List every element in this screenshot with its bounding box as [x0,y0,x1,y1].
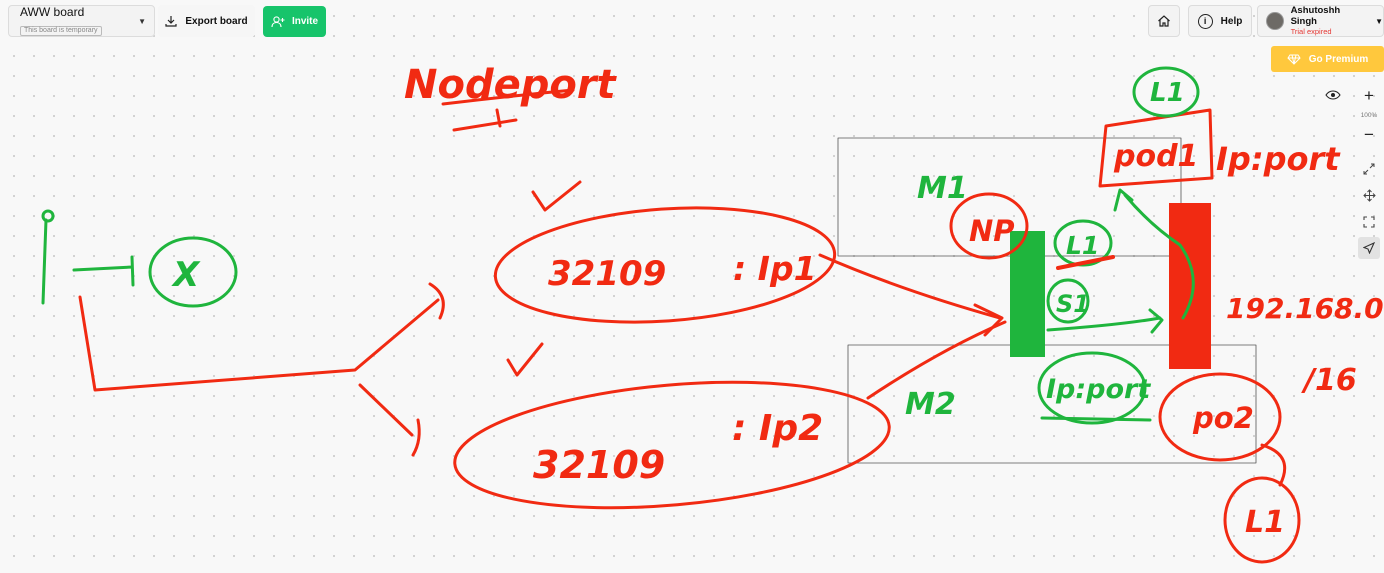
home-button[interactable] [1148,5,1180,37]
ipport-underline [1040,416,1152,422]
arrow-head-green [1148,308,1164,334]
home-icon [1158,15,1170,27]
invite-label: Invite [291,16,319,27]
ipport-green-label: Ip:port [1046,374,1151,405]
heading-underline [441,88,575,106]
heading-underline-2 [452,118,518,132]
user-name: Ashutoshh Singh [1290,5,1341,27]
diamond-icon [1287,54,1301,65]
invite-button[interactable]: Invite [263,6,326,37]
zoom-out-icon[interactable]: − [1364,125,1374,144]
np-label: NP [969,214,1015,248]
l1-bottom-label: L1 [1245,505,1285,540]
zoom-level: 100% [1360,112,1378,119]
chevron-down-icon: ▼ [138,16,146,26]
x-circle [148,236,238,308]
ip-address-label: 192.168.0.0 [1226,292,1384,325]
pan-icon[interactable] [1358,184,1380,206]
route-line-upper [78,295,440,392]
info-icon: i [1197,13,1213,29]
help-label: Help [1220,15,1243,27]
help-button[interactable]: i Help [1188,5,1252,37]
user-menu[interactable]: Ashutoshh Singh Trial expired ▼ [1257,5,1384,37]
zoom-in-icon[interactable]: + [1364,86,1374,105]
export-board-label: Export board [185,15,248,27]
ipport-green-ellipse [1037,351,1147,425]
arrow-service-to-pod [1046,316,1162,332]
s1-label: S1 [1056,290,1090,318]
board-menu[interactable]: AWW board This board is temporary ▼ [8,5,155,37]
go-premium-button[interactable]: Go Premium [1271,46,1384,72]
client-line [41,218,48,305]
route-arrowhead-lower [411,418,421,457]
pod1-port-text: 32109 [548,254,666,294]
np-circle [949,192,1029,260]
client-head [41,209,55,223]
board-title: AWW board [20,4,85,19]
pod1-ellipse [493,206,837,324]
l1-top-label: L1 [1150,78,1185,108]
x-label: X [171,255,201,295]
pointer-icon[interactable] [1358,237,1380,259]
client-arrow [72,255,135,287]
ip2-text: : Ip2 [732,408,823,449]
download-icon [165,16,177,27]
route-line-lower [358,383,414,437]
pod2-connector [1260,443,1286,487]
arrow-pod1-to-np [818,253,1002,320]
pod2-port-text: 32109 [533,443,665,487]
m2-label: M2 [905,387,956,422]
ipport-red-label: Ip:port [1216,140,1341,178]
check-mark-1 [531,180,582,212]
fullscreen-icon[interactable] [1358,158,1380,180]
check-mark-2 [506,342,544,377]
machine-box-m1 [837,137,1182,257]
cidr-label: /16 [1301,363,1357,398]
pod-bar-red [1169,203,1211,369]
pod1-box-label: pod1 [1113,139,1198,174]
machine-box-m2 [847,344,1257,464]
pod2-circle [1158,372,1282,462]
l1-mid-label: L1 [1066,231,1099,260]
service-bar-green [1010,231,1045,357]
arrow-head-green-2 [1113,188,1134,212]
s1-circle [1046,278,1090,324]
m1-label: M1 [917,171,968,206]
l1-bottom-circle [1223,476,1301,564]
add-user-icon [271,15,285,27]
select-area-icon[interactable] [1358,211,1380,233]
chevron-down-icon: ▼ [1375,16,1383,26]
arrow-to-pod1 [1123,193,1195,320]
arrow-pod2-to-np [866,320,1007,400]
trial-status: Trial expired [1290,27,1332,36]
board-temporary-badge: This board is temporary [20,25,102,36]
heading-tick [495,108,502,128]
ip1-text: : Ip1 [733,249,817,288]
heading-nodeport: Nodeport [404,62,618,108]
pod2-box-label: po2 [1192,401,1254,435]
pod2-ellipse [453,380,891,510]
eye-icon[interactable] [1322,84,1344,106]
go-premium-label: Go Premium [1308,53,1369,65]
export-board-button[interactable]: Export board [158,5,255,37]
l1-top-circle [1132,66,1200,118]
route-arrowhead-upper [428,282,445,320]
avatar [1266,12,1284,30]
l1-strike [1056,255,1115,270]
